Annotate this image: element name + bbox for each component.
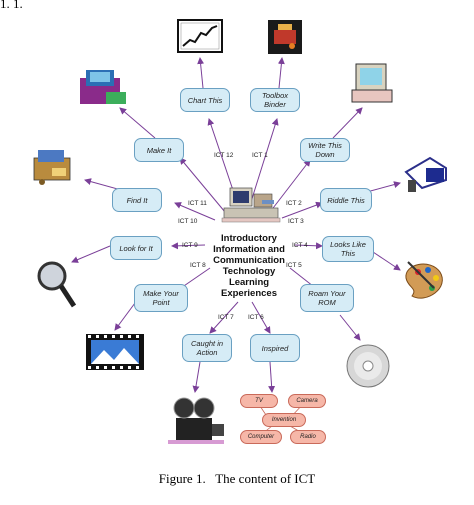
topic-label: Chart This	[187, 95, 223, 105]
film-strip-icon	[86, 334, 144, 370]
media-pill-radio: Radio	[290, 430, 326, 444]
ict-label: ICT 1	[252, 152, 268, 159]
center-line: Technology	[222, 266, 276, 277]
arrow-caught	[209, 301, 239, 334]
ict-label: ICT 7	[218, 314, 234, 321]
cd-disc-icon	[346, 344, 390, 388]
paint-palette-icon	[405, 261, 443, 299]
desktop-computer-icon	[351, 63, 393, 103]
ict-label: ICT 8	[190, 262, 206, 269]
speaker-folder-icon	[80, 70, 126, 104]
topic-roam-your-rom: Roam Your ROM	[300, 284, 354, 312]
magnifier-icon	[37, 261, 77, 308]
center-line: Communication	[213, 255, 285, 266]
topic-label: Toolbox Binder	[262, 91, 288, 109]
pill-label: Camera	[296, 398, 318, 404]
arrow-write-down	[269, 159, 311, 213]
arrow-toolbox	[249, 118, 279, 206]
topic-label: Make Your Point	[143, 289, 179, 307]
computer-workstation-icon	[221, 187, 281, 223]
mailbox-icon	[404, 156, 447, 192]
topic-label: Find It	[126, 195, 148, 205]
topic-label: Write This Down	[308, 141, 342, 159]
movie-camera-icon	[168, 397, 224, 444]
figure-reference: 1. 1.	[0, 0, 23, 11]
topic-toolbox-binder: Toolbox Binder	[250, 88, 300, 112]
line-chart-icon	[177, 19, 223, 53]
topic-label: Make It	[146, 145, 172, 155]
figure-caption: Figure 1. The content of ICT	[158, 471, 316, 486]
arrow-look-for	[171, 242, 206, 250]
ict-label: ICT 10	[178, 218, 198, 225]
topic-label: Riddle This	[327, 195, 365, 205]
center-line: Information and	[213, 244, 285, 255]
pill-label: TV	[255, 398, 263, 404]
ict-label: ICT 9	[182, 242, 198, 249]
topic-label: Looks Like This	[330, 240, 366, 258]
media-pill-tv: TV	[240, 394, 278, 408]
topic-find-it: Find It	[112, 188, 162, 212]
crafts-icon	[33, 150, 71, 185]
topic-label: Look for It	[119, 243, 153, 253]
ict-label: ICT 6	[248, 314, 264, 321]
topic-label: Inspired	[261, 343, 289, 353]
ict-label: ICT 4	[292, 242, 308, 249]
center-line: Introductory	[221, 233, 277, 244]
topic-make-it: Make It	[134, 138, 184, 162]
toolbox-icon	[268, 20, 302, 54]
arrow-make-it	[179, 157, 226, 213]
ict-label: ICT 2	[286, 200, 302, 207]
ict-label: ICT 12	[214, 152, 234, 159]
arrow-inspired	[251, 301, 271, 334]
arrow-find-it	[174, 202, 216, 221]
media-pill-invention: Invention	[262, 413, 306, 427]
ict-label: ICT 3	[288, 218, 304, 225]
topic-chart-this: Chart This	[180, 88, 230, 112]
topic-look-for-it: Look for It	[110, 236, 162, 260]
topic-label: Caught in Action	[190, 339, 224, 357]
topic-label: Roam Your ROM	[308, 289, 346, 307]
center-topic-title: Introductory Information and Communicati…	[196, 233, 302, 299]
center-line: Experiences	[221, 288, 277, 299]
pill-label: Radio	[300, 434, 316, 440]
media-pill-computer: Computer	[240, 430, 282, 444]
topic-riddle-this: Riddle This	[320, 188, 372, 212]
topic-inspired: Inspired	[250, 334, 300, 362]
topic-looks-like-this: Looks Like This	[322, 236, 374, 262]
arrow-riddle	[281, 201, 323, 219]
topic-make-your-point: Make Your Point	[134, 284, 188, 312]
pill-label: Computer	[247, 434, 275, 440]
topic-write-this-down: Write This Down	[300, 138, 350, 162]
media-pill-camera: Camera	[288, 394, 326, 408]
arrow-looks-like	[294, 242, 323, 250]
topic-caught-in-action: Caught in Action	[182, 334, 232, 362]
center-line: Learning	[228, 277, 270, 288]
ict-label: ICT 5	[286, 262, 302, 269]
ict-label: ICT 11	[188, 200, 207, 207]
pill-label: Invention	[271, 417, 297, 423]
